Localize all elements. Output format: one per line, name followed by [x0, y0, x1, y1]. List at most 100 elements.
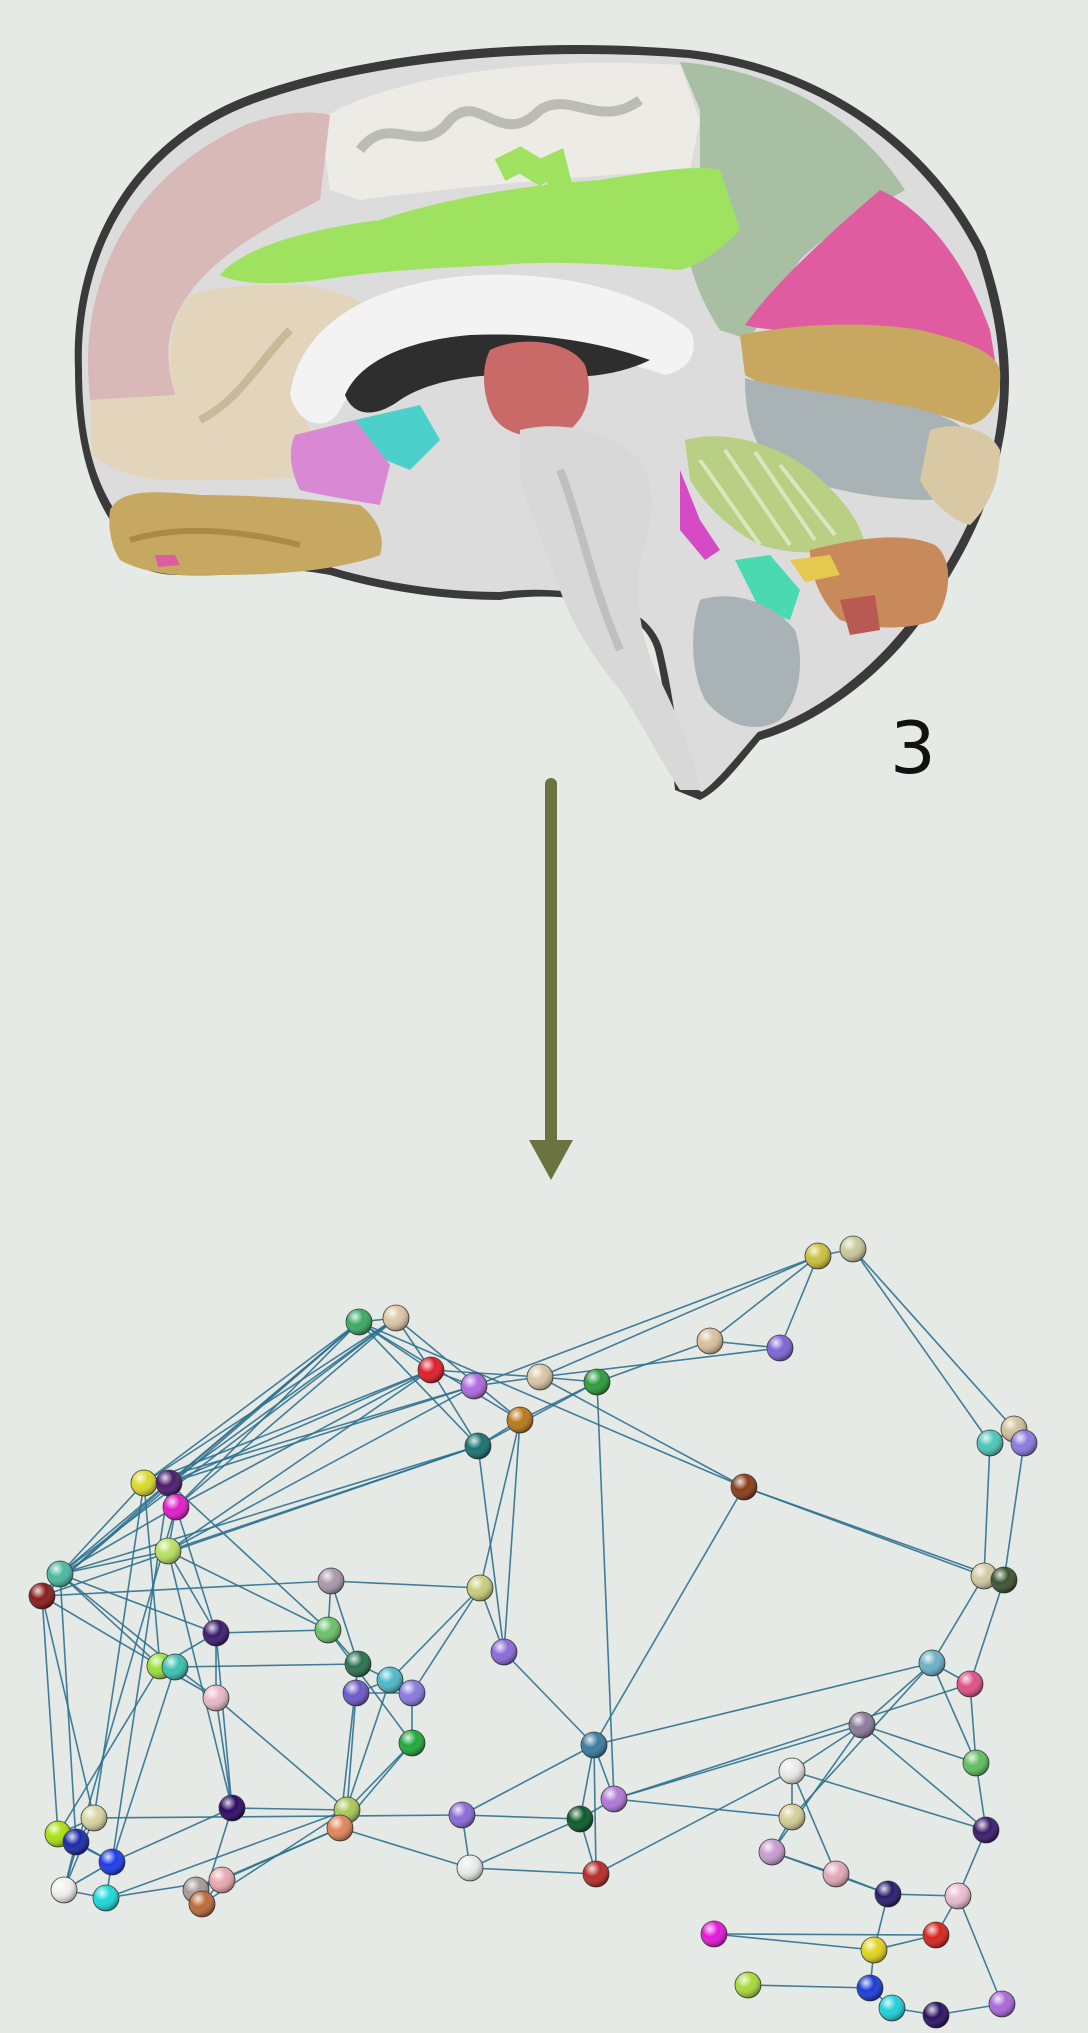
graph-node	[448, 1801, 476, 1829]
graph-node	[376, 1666, 404, 1694]
region-teal-hippocampal	[735, 555, 800, 620]
graph-node	[700, 1920, 728, 1948]
region-cyan-subcallosal	[355, 405, 440, 470]
graph-edge	[595, 1770, 793, 1875]
region-beige-occipital-tip	[920, 426, 1000, 525]
graph-edge	[111, 1807, 233, 1863]
graph-node	[98, 1848, 126, 1876]
graph-edge	[389, 1587, 481, 1681]
graph-edge	[111, 1666, 176, 1863]
graph-node	[344, 1650, 372, 1678]
graph-node	[218, 1794, 246, 1822]
graph-node	[922, 2001, 950, 2029]
region-yellow-amygdala	[790, 555, 840, 582]
graph-edge	[231, 1807, 348, 1811]
graph-node	[822, 1860, 850, 1888]
graph-edge	[143, 1385, 475, 1484]
graph-edge	[143, 1482, 161, 1667]
arrow-head	[529, 1140, 573, 1180]
graph-edge	[93, 1482, 145, 1819]
graph-node	[778, 1757, 806, 1785]
graph-node	[874, 1880, 902, 1908]
graph-edge	[791, 1770, 837, 1875]
graph-node	[490, 1638, 518, 1666]
panel-label: 3	[890, 706, 936, 790]
graph-edge	[358, 1321, 479, 1447]
region-orchid-small	[155, 555, 180, 567]
graph-edge	[861, 1724, 987, 1831]
graph-node	[506, 1406, 534, 1434]
graph-node	[839, 1235, 867, 1263]
graph-edge	[63, 1506, 177, 1891]
graph-edge	[41, 1445, 479, 1597]
graph-node	[80, 1804, 108, 1832]
graph-node	[92, 1884, 120, 1912]
graph-edge	[143, 1321, 360, 1484]
graph-edge	[59, 1445, 479, 1575]
corpus-callosum	[290, 274, 694, 424]
graph-edge	[330, 1580, 359, 1665]
graph-node	[600, 1785, 628, 1813]
graph-edge	[779, 1255, 819, 1349]
graph-edge	[215, 1697, 233, 1809]
graph-edge	[59, 1573, 77, 1843]
cingulate-edge	[494, 146, 572, 188]
graph-node	[464, 1432, 492, 1460]
graph-node	[970, 1562, 998, 1590]
graph-node	[188, 1890, 216, 1918]
graph-edge	[339, 1827, 471, 1869]
graph-node	[208, 1866, 236, 1894]
graph-node	[28, 1582, 56, 1610]
graph-edge	[479, 1419, 521, 1589]
graph-edge	[59, 1321, 360, 1575]
graph-edge	[613, 1798, 793, 1818]
graph-edge	[461, 1814, 581, 1820]
graph-node	[758, 1838, 786, 1866]
graph-node	[326, 1814, 354, 1842]
graph-edge	[861, 1724, 977, 1764]
graph-node	[345, 1308, 373, 1336]
graph-edge	[596, 1381, 615, 1800]
graph-edge	[852, 1248, 1015, 1430]
graph-node	[162, 1493, 190, 1521]
graph-node	[161, 1653, 189, 1681]
graph-edge	[327, 1629, 413, 1744]
graph-node	[922, 1921, 950, 1949]
graph-edge	[539, 1255, 819, 1378]
graph-edge	[175, 1369, 432, 1508]
graph-edge	[713, 1933, 875, 1951]
graph-edge	[105, 1809, 348, 1899]
graph-edge	[503, 1419, 521, 1653]
graph-edge	[503, 1651, 595, 1746]
graph-edge	[539, 1376, 745, 1488]
graph-node	[804, 1242, 832, 1270]
cerebellar-folia	[698, 448, 837, 547]
graph-edge	[59, 1573, 176, 1668]
graph-edge	[93, 1814, 463, 1819]
region-orchid-septal	[290, 420, 390, 505]
graph-edge	[539, 1347, 781, 1378]
graph-node	[988, 1990, 1016, 2018]
region-green-cingulate	[220, 168, 740, 284]
graph-edge	[41, 1595, 59, 1835]
graph-edge	[168, 1385, 475, 1484]
graph-node	[342, 1679, 370, 1707]
graph-node	[856, 1974, 884, 2002]
graph-node	[566, 1805, 594, 1833]
graph-edge	[593, 1744, 597, 1875]
graph-edge	[430, 1369, 479, 1447]
graph-edge	[477, 1445, 505, 1653]
graph-edge	[613, 1683, 971, 1800]
graph-node	[460, 1372, 488, 1400]
graph-node	[878, 1994, 906, 2022]
graph-edge	[175, 1317, 397, 1508]
graph-node	[202, 1684, 230, 1712]
graph-node	[734, 1971, 762, 1999]
region-pink-frontal	[87, 112, 330, 400]
graph-node	[976, 1429, 1004, 1457]
graph-edge	[41, 1580, 332, 1597]
graph-edge	[167, 1369, 432, 1552]
graph-edge	[469, 1867, 597, 1875]
down-arrow	[529, 778, 573, 1180]
graph-node	[766, 1334, 794, 1362]
